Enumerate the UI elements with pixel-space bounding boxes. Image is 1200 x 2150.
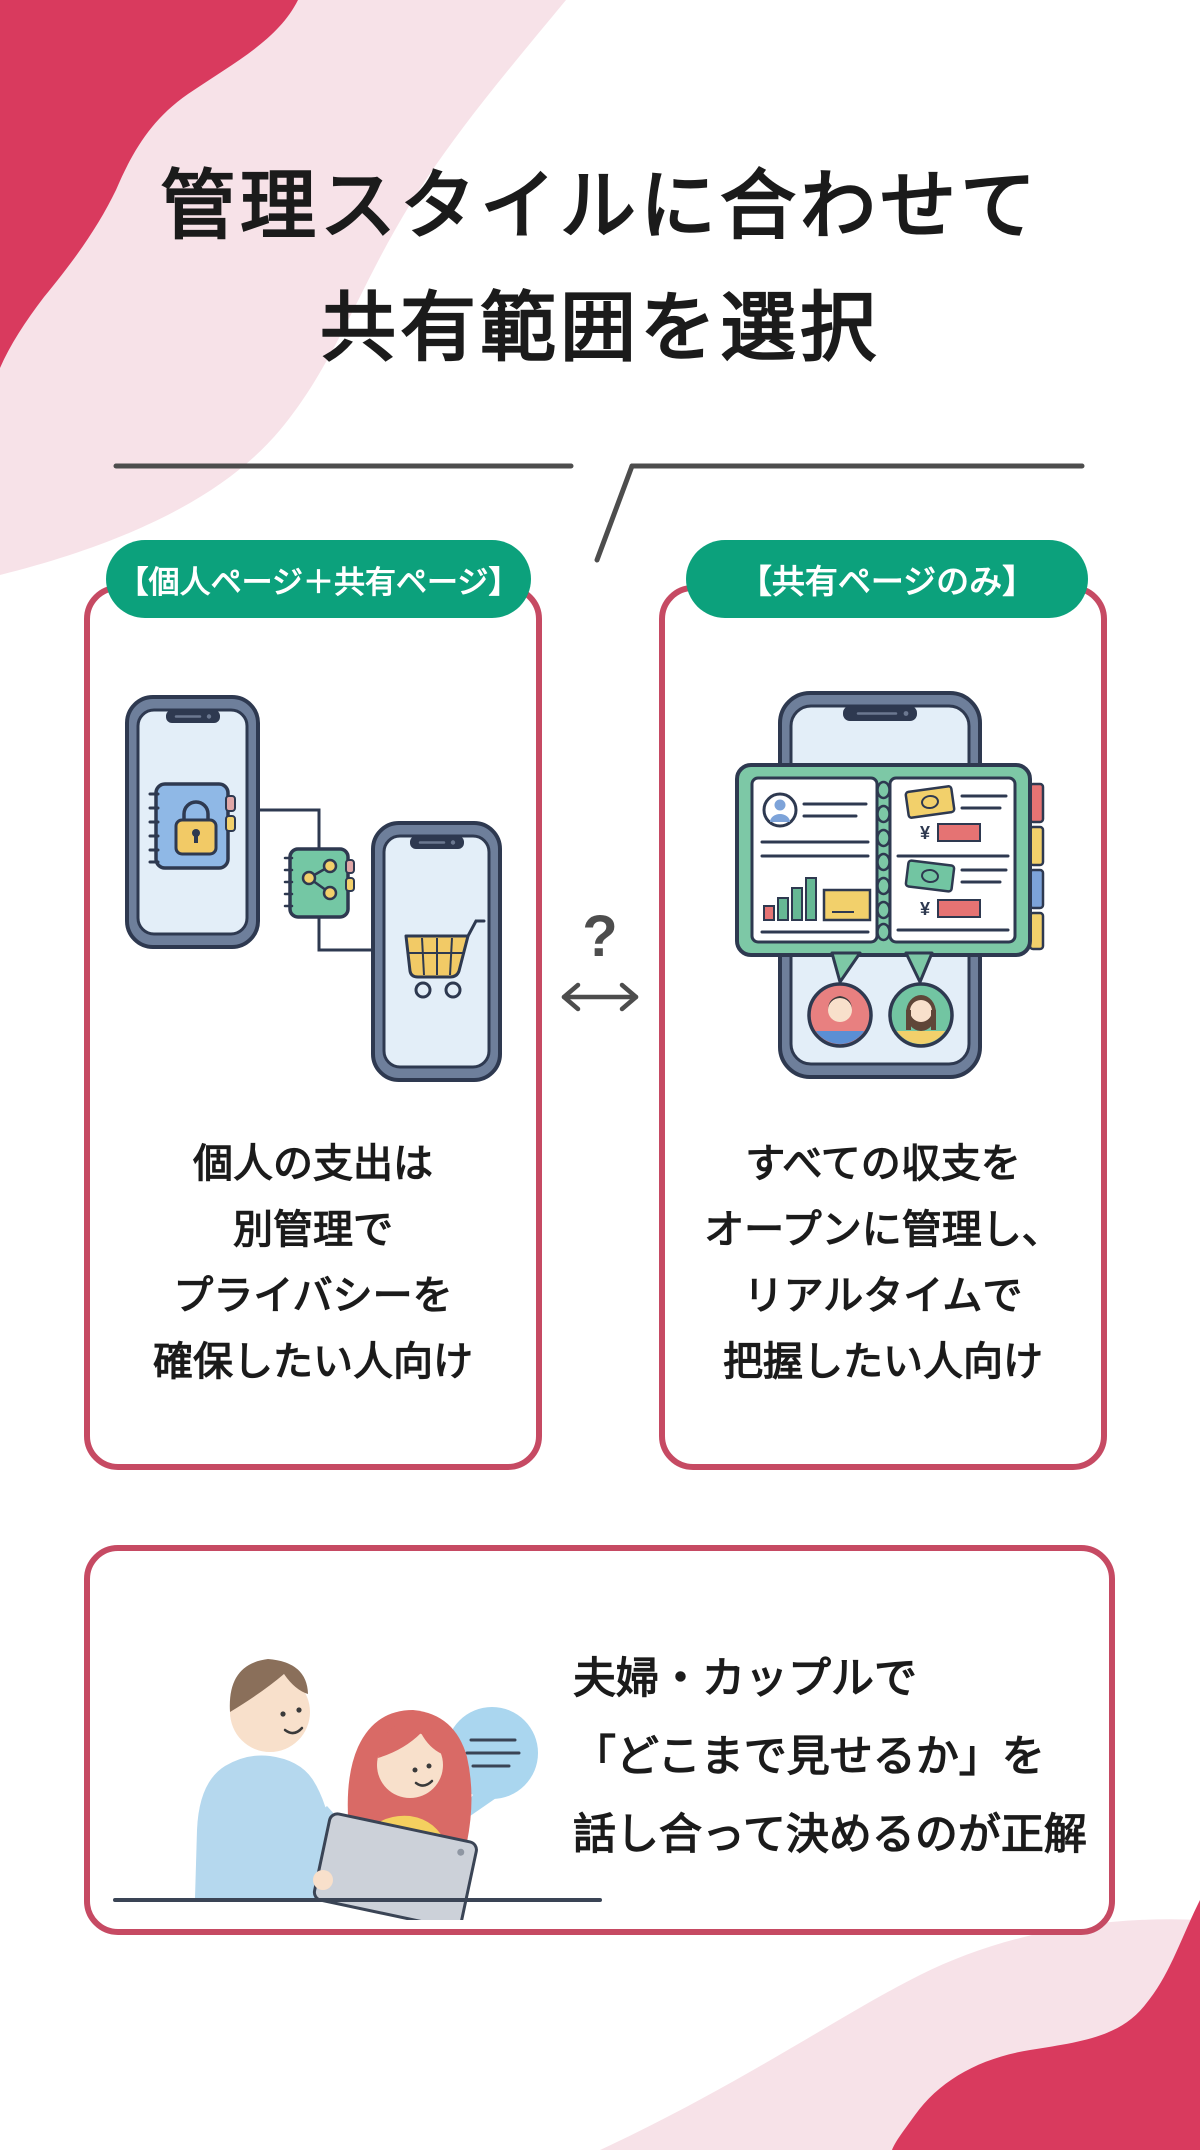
amount-box <box>822 888 872 922</box>
spiral-binding <box>876 780 891 942</box>
description-line: 別管理で <box>233 1208 393 1252</box>
page-title-line1: 管理スタイルに合わせて <box>160 164 1040 249</box>
open-ledger-icon: ¥ ¥ <box>735 763 1045 984</box>
lock-icon <box>174 800 218 856</box>
description-line: オープンに管理し、 <box>704 1208 1062 1252</box>
spiral-binding <box>283 856 294 908</box>
description-line: 個人の支出は <box>193 1142 433 1186</box>
page-title-line2: 共有範囲を選択 <box>320 286 880 371</box>
description-line: リアルタイムで <box>743 1274 1023 1318</box>
double-arrow-icon <box>561 982 639 1012</box>
corner-wave-red <box>892 1900 1200 2150</box>
speech-tail <box>904 951 934 984</box>
description-line: 把握したい人向け <box>723 1340 1043 1384</box>
notebook-tab <box>225 815 236 832</box>
amount-box <box>937 823 981 842</box>
yen-icon: ¥ <box>920 899 930 919</box>
badge-label: 【共有ページのみ】 <box>738 563 1036 600</box>
cart-icon <box>404 919 486 999</box>
illustration-two-phones <box>125 695 502 1082</box>
spiral-binding <box>148 792 160 864</box>
advice-line: 「どこまで見せるか」を <box>573 1733 1045 1781</box>
yen-icon: ¥ <box>920 823 930 843</box>
notebook-tab <box>225 795 236 812</box>
description-line: すべての収支を <box>745 1142 1021 1186</box>
description-line: プライバシーを <box>173 1274 453 1318</box>
divider-slash <box>594 463 635 563</box>
advice-line: 夫婦・カップルで <box>573 1655 917 1703</box>
illustration-shared-ledger: ¥ ¥ <box>735 691 1045 1079</box>
description-personal-plus-shared: 個人の支出は 別管理で プライバシーを 確保したい人向け <box>84 1131 542 1395</box>
share-icon <box>301 858 338 901</box>
locked-notebook-icon <box>148 782 236 870</box>
badge-personal-plus-shared: 【個人ページ＋共有ページ】 <box>106 540 531 618</box>
ledger-right-content: ¥ ¥ <box>896 785 1010 932</box>
notebook-tab <box>345 859 355 874</box>
holding-hand <box>313 1870 333 1890</box>
advice-line: 話し合って決めるのが正解 <box>573 1811 1087 1859</box>
advice-text: 夫婦・カップルで 「どこまで見せるか」を 話し合って決めるのが正解 <box>573 1640 1103 1874</box>
avatar-female-icon <box>888 982 954 1048</box>
bar-chart-icon <box>763 877 817 921</box>
phone-icon-shopping <box>371 821 502 1082</box>
corner-wave-pink <box>600 1919 1200 2150</box>
question-mark: ? <box>582 904 618 969</box>
description-line: 確保したい人向け <box>153 1340 473 1384</box>
shared-notebook-icon <box>283 847 355 919</box>
notebook-tab <box>345 877 355 892</box>
avatar-male-icon <box>807 982 873 1048</box>
speech-tail <box>830 951 862 984</box>
ledger-left-content <box>760 792 872 934</box>
badge-label: 【個人ページ＋共有ページ】 <box>117 564 520 600</box>
banknote-icon <box>904 785 956 819</box>
description-shared-only: すべての収支を オープンに管理し、 リアルタイムで 把握したい人向け <box>659 1131 1107 1395</box>
amount-box <box>937 899 981 918</box>
banknote-icon <box>904 859 956 893</box>
illustration-couple-discussing <box>113 1659 602 1920</box>
badge-shared-only: 【共有ページのみ】 <box>686 540 1088 618</box>
